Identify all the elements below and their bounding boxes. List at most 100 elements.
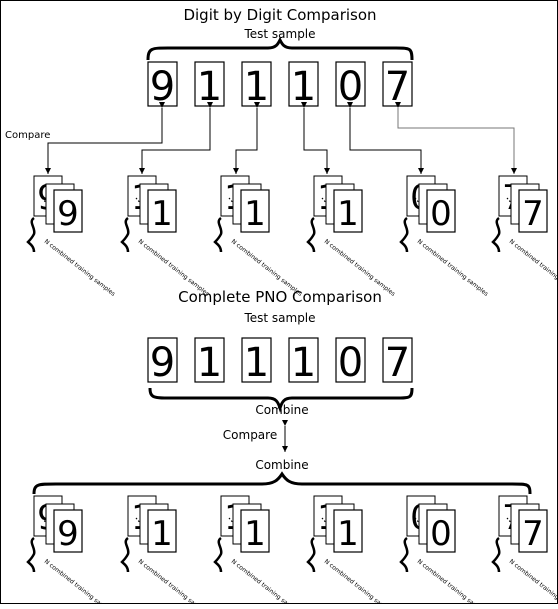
top-compare-arrow bbox=[395, 102, 517, 174]
bottom-test-digit: 7 bbox=[385, 340, 410, 386]
bottom-test-digit: 9 bbox=[150, 340, 175, 386]
top-training-stacks: 99N combined training samples11N combine… bbox=[26, 175, 558, 298]
bottom-title: Complete PNO Comparison bbox=[178, 288, 382, 306]
top-training-card-front bbox=[518, 189, 548, 233]
bottom-training-stack: 00N combined training samples bbox=[399, 495, 490, 609]
bottom-test-digit-box: 9 bbox=[147, 337, 178, 386]
top-training-card-front-digit: 9 bbox=[57, 194, 79, 234]
top-training-card-front-digit: 1 bbox=[244, 194, 266, 234]
top-compare-arrow bbox=[139, 102, 213, 174]
top-test-digit-frame bbox=[194, 61, 225, 107]
top-test-digit-box: 9 bbox=[147, 61, 178, 110]
top-training-stack-brace bbox=[213, 216, 223, 253]
bottom-training-stack-brace bbox=[491, 536, 501, 573]
top-training-stack: 11N combined training samples bbox=[120, 175, 210, 298]
bottom-test-digit-box: 1 bbox=[194, 337, 225, 386]
top-compare-arrow bbox=[45, 102, 165, 174]
bottom-training-stacks: 99N combined training samples11N combine… bbox=[26, 495, 558, 609]
top-training-card-front bbox=[240, 189, 270, 233]
bottom-training-stack-note: N combined training samples bbox=[416, 558, 490, 604]
bottom-test-digit-frame bbox=[147, 337, 178, 383]
bottom-test-digit-frame bbox=[241, 337, 272, 383]
top-compare-arrow bbox=[233, 102, 260, 174]
top-test-digit: 7 bbox=[385, 64, 410, 110]
bottom-test-digit-frame bbox=[335, 337, 366, 383]
top-test-digit-frame bbox=[241, 61, 272, 107]
top-training-card-front-digit: 1 bbox=[337, 194, 359, 234]
top-test-sample-label: Test sample bbox=[243, 27, 315, 41]
top-training-stack-brace bbox=[26, 216, 36, 253]
top-training-stack-note: N combined training samples bbox=[416, 238, 490, 298]
top-test-digit-box: 7 bbox=[382, 61, 413, 110]
top-training-stack: 77N combined training samples bbox=[491, 175, 558, 298]
top-test-digit: 1 bbox=[244, 64, 269, 110]
bottom-combine-upper-label: Combine bbox=[255, 403, 308, 417]
bottom-training-stack-brace bbox=[399, 536, 409, 573]
top-training-card-front-digit: 7 bbox=[522, 194, 544, 234]
bottom-training-stack-note: N combined training samples bbox=[43, 558, 117, 604]
top-compare-arrow bbox=[347, 102, 424, 174]
bottom-training-card-front-digit: 0 bbox=[430, 514, 452, 554]
top-test-digit-box: 1 bbox=[288, 61, 319, 110]
top-title: Digit by Digit Comparison bbox=[183, 6, 376, 24]
bottom-test-digit: 1 bbox=[244, 340, 269, 386]
top-test-digit: 1 bbox=[197, 64, 222, 110]
bottom-training-stack-brace bbox=[306, 536, 316, 573]
bottom-training-stack-note: N combined training samples bbox=[137, 558, 211, 604]
bottom-training-stack-brace bbox=[26, 536, 36, 573]
top-test-digit-box: 0 bbox=[335, 61, 366, 110]
bottom-training-card-front-digit: 1 bbox=[151, 514, 173, 554]
bottom-test-digit: 0 bbox=[338, 340, 363, 386]
bottom-training-card-front-digit: 7 bbox=[522, 514, 544, 554]
bottom-test-brace bbox=[148, 387, 414, 413]
top-training-card-front bbox=[53, 189, 83, 233]
top-training-stack-brace bbox=[491, 216, 501, 253]
bottom-training-card-front bbox=[240, 509, 270, 553]
bottom-training-card-front bbox=[147, 509, 177, 553]
bottom-test-digit-box: 1 bbox=[288, 337, 319, 386]
bottom-training-stack-note: N combined training samples bbox=[508, 558, 558, 604]
bottom-compare-label: Compare bbox=[223, 428, 277, 442]
bottom-combine-lower-label: Combine bbox=[255, 458, 308, 472]
bottom-test-digit-box: 1 bbox=[241, 337, 272, 386]
top-training-stack-note: N combined training samples bbox=[508, 238, 558, 298]
top-compare-label: Compare bbox=[5, 130, 50, 141]
bottom-training-card-front bbox=[53, 509, 83, 553]
bottom-test-digit: 1 bbox=[291, 340, 316, 386]
top-training-card-front bbox=[333, 189, 363, 233]
bottom-training-stack-brace bbox=[213, 536, 223, 573]
bottom-training-card-front-digit: 1 bbox=[337, 514, 359, 554]
bottom-test-digit-frame bbox=[288, 337, 319, 383]
top-test-digit-frame bbox=[147, 61, 178, 107]
bottom-training-stack-note: N combined training samples bbox=[230, 558, 304, 604]
top-test-digit: 1 bbox=[291, 64, 316, 110]
bottom-test-digit-frame bbox=[194, 337, 225, 383]
top-training-stack: 11N combined training samples bbox=[213, 175, 303, 298]
top-training-stack-brace bbox=[399, 216, 409, 253]
bottom-training-stack: 11N combined training samples bbox=[306, 495, 396, 609]
bottom-test-sample-label: Test sample bbox=[243, 311, 315, 325]
bottom-test-digit-box: 7 bbox=[382, 337, 413, 386]
bottom-training-stack-brace bbox=[120, 536, 130, 573]
bottom-test-digit-box: 0 bbox=[335, 337, 366, 386]
top-training-card-front-digit: 1 bbox=[151, 194, 173, 234]
top-compare-arrow bbox=[301, 102, 330, 174]
bottom-training-card-front-digit: 9 bbox=[57, 514, 79, 554]
top-training-card-front bbox=[147, 189, 177, 233]
top-test-digit: 0 bbox=[338, 64, 363, 110]
bottom-training-card-front bbox=[333, 509, 363, 553]
bottom-training-brace bbox=[32, 471, 532, 495]
top-training-stack-brace bbox=[306, 216, 316, 253]
top-training-stack-brace bbox=[120, 216, 130, 253]
top-test-digit-box: 1 bbox=[241, 61, 272, 110]
top-training-stack: 11N combined training samples bbox=[306, 175, 396, 298]
bottom-training-card-front bbox=[518, 509, 548, 553]
top-training-card-front bbox=[426, 189, 456, 233]
bottom-training-card-front bbox=[426, 509, 456, 553]
bottom-training-stack: 11N combined training samples bbox=[120, 495, 211, 609]
top-test-digit: 9 bbox=[150, 64, 175, 110]
top-training-stack-note: N combined training samples bbox=[43, 238, 117, 298]
